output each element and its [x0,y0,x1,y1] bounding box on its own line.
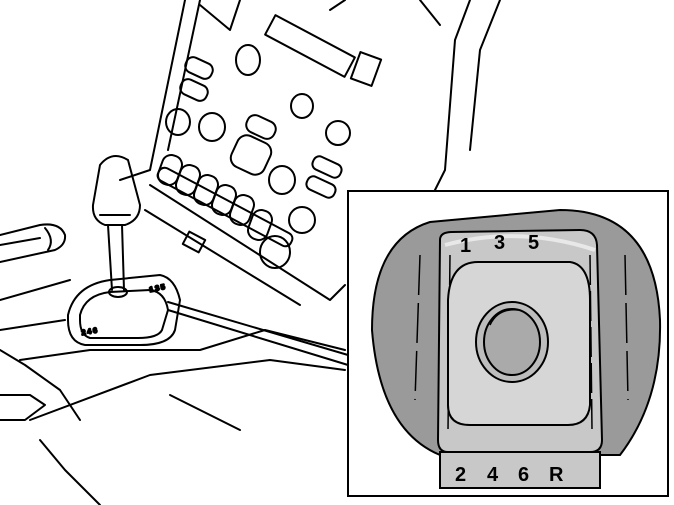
knob [268,165,296,195]
armrest [29,359,346,421]
gear-label-4: 4 [487,464,499,486]
callout-line [167,301,349,356]
bottom-gear-labels: 2 4 6 R [455,464,564,486]
upper-label-band [444,234,596,252]
gear-label-2: 2 [455,464,466,486]
knob [288,206,316,234]
small-top-labels: 1 3 5 [149,284,166,294]
cassette-slot [264,14,356,78]
knob [259,235,291,269]
knob [165,108,191,136]
console-tray [149,184,346,301]
knob [198,112,226,142]
gear-label-6: 6 [518,464,529,486]
radio-display [199,0,241,31]
gear-label-reverse: R [549,464,564,486]
small-bottom-labels: 2 4 6 [81,327,98,337]
handbrake [0,223,67,263]
center-console-drawing: 1 3 5 2 4 6 [0,0,501,505]
console-side [0,279,71,301]
callout-line [167,309,349,366]
center-stack-outline [119,0,186,181]
knob [235,44,261,76]
knob [325,120,351,146]
knob [290,93,314,119]
shift-gate-surround [67,274,181,346]
gear-label-5: 5 [528,232,539,254]
lever-opening-inner [483,308,541,376]
gear-label-3: 3 [494,232,505,254]
gear-label-1: 1 [460,235,471,257]
gear-lever-knob [91,155,141,226]
lower-label-band [439,451,601,489]
top-gear-labels: 1 3 5 [460,232,539,257]
inset-panel: 1 3 5 2 4 6 R [347,190,669,497]
